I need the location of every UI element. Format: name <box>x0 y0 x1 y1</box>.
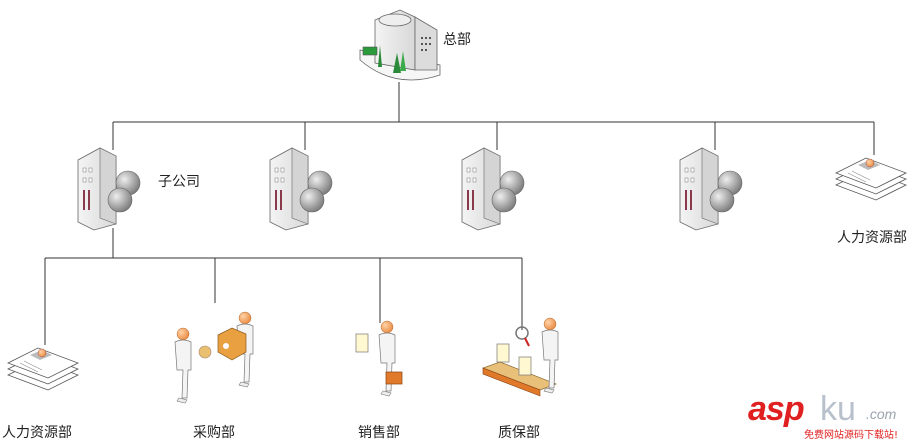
purchasing-people-icon[interactable] <box>174 311 254 404</box>
subsidiary-building-4[interactable] <box>679 147 743 231</box>
watermark-domain: .com <box>866 406 897 422</box>
subsidiary-building-1[interactable] <box>77 147 141 231</box>
hq-hr-label: 人力资源部 <box>837 230 907 246</box>
watermark-brand-bold: asp <box>748 390 805 428</box>
subsidiary-label: 子公司 <box>158 174 200 190</box>
watermark-logo: asp ku .com 免费网站源码下载站! <box>748 390 918 445</box>
subsidiary-building-2[interactable] <box>269 147 333 231</box>
sales-label: 销售部 <box>358 425 400 441</box>
quality-inspection-icon[interactable] <box>481 317 559 397</box>
watermark-tagline: 免费网站源码下载站! <box>804 430 899 441</box>
subsidiary-building-3[interactable] <box>461 147 525 231</box>
dept-hr-documents-icon[interactable] <box>7 347 79 391</box>
salesperson-icon[interactable] <box>355 320 403 397</box>
headquarters-building-icon[interactable] <box>359 9 441 81</box>
purchasing-label: 采购部 <box>193 425 235 441</box>
watermark-brand-light: ku <box>820 390 856 428</box>
hq-hr-documents-icon[interactable] <box>835 157 907 201</box>
dept-hr-label: 人力资源部 <box>2 425 72 441</box>
connector-lines <box>44 82 875 345</box>
qa-label: 质保部 <box>498 425 540 441</box>
hq-label: 总部 <box>443 32 471 48</box>
